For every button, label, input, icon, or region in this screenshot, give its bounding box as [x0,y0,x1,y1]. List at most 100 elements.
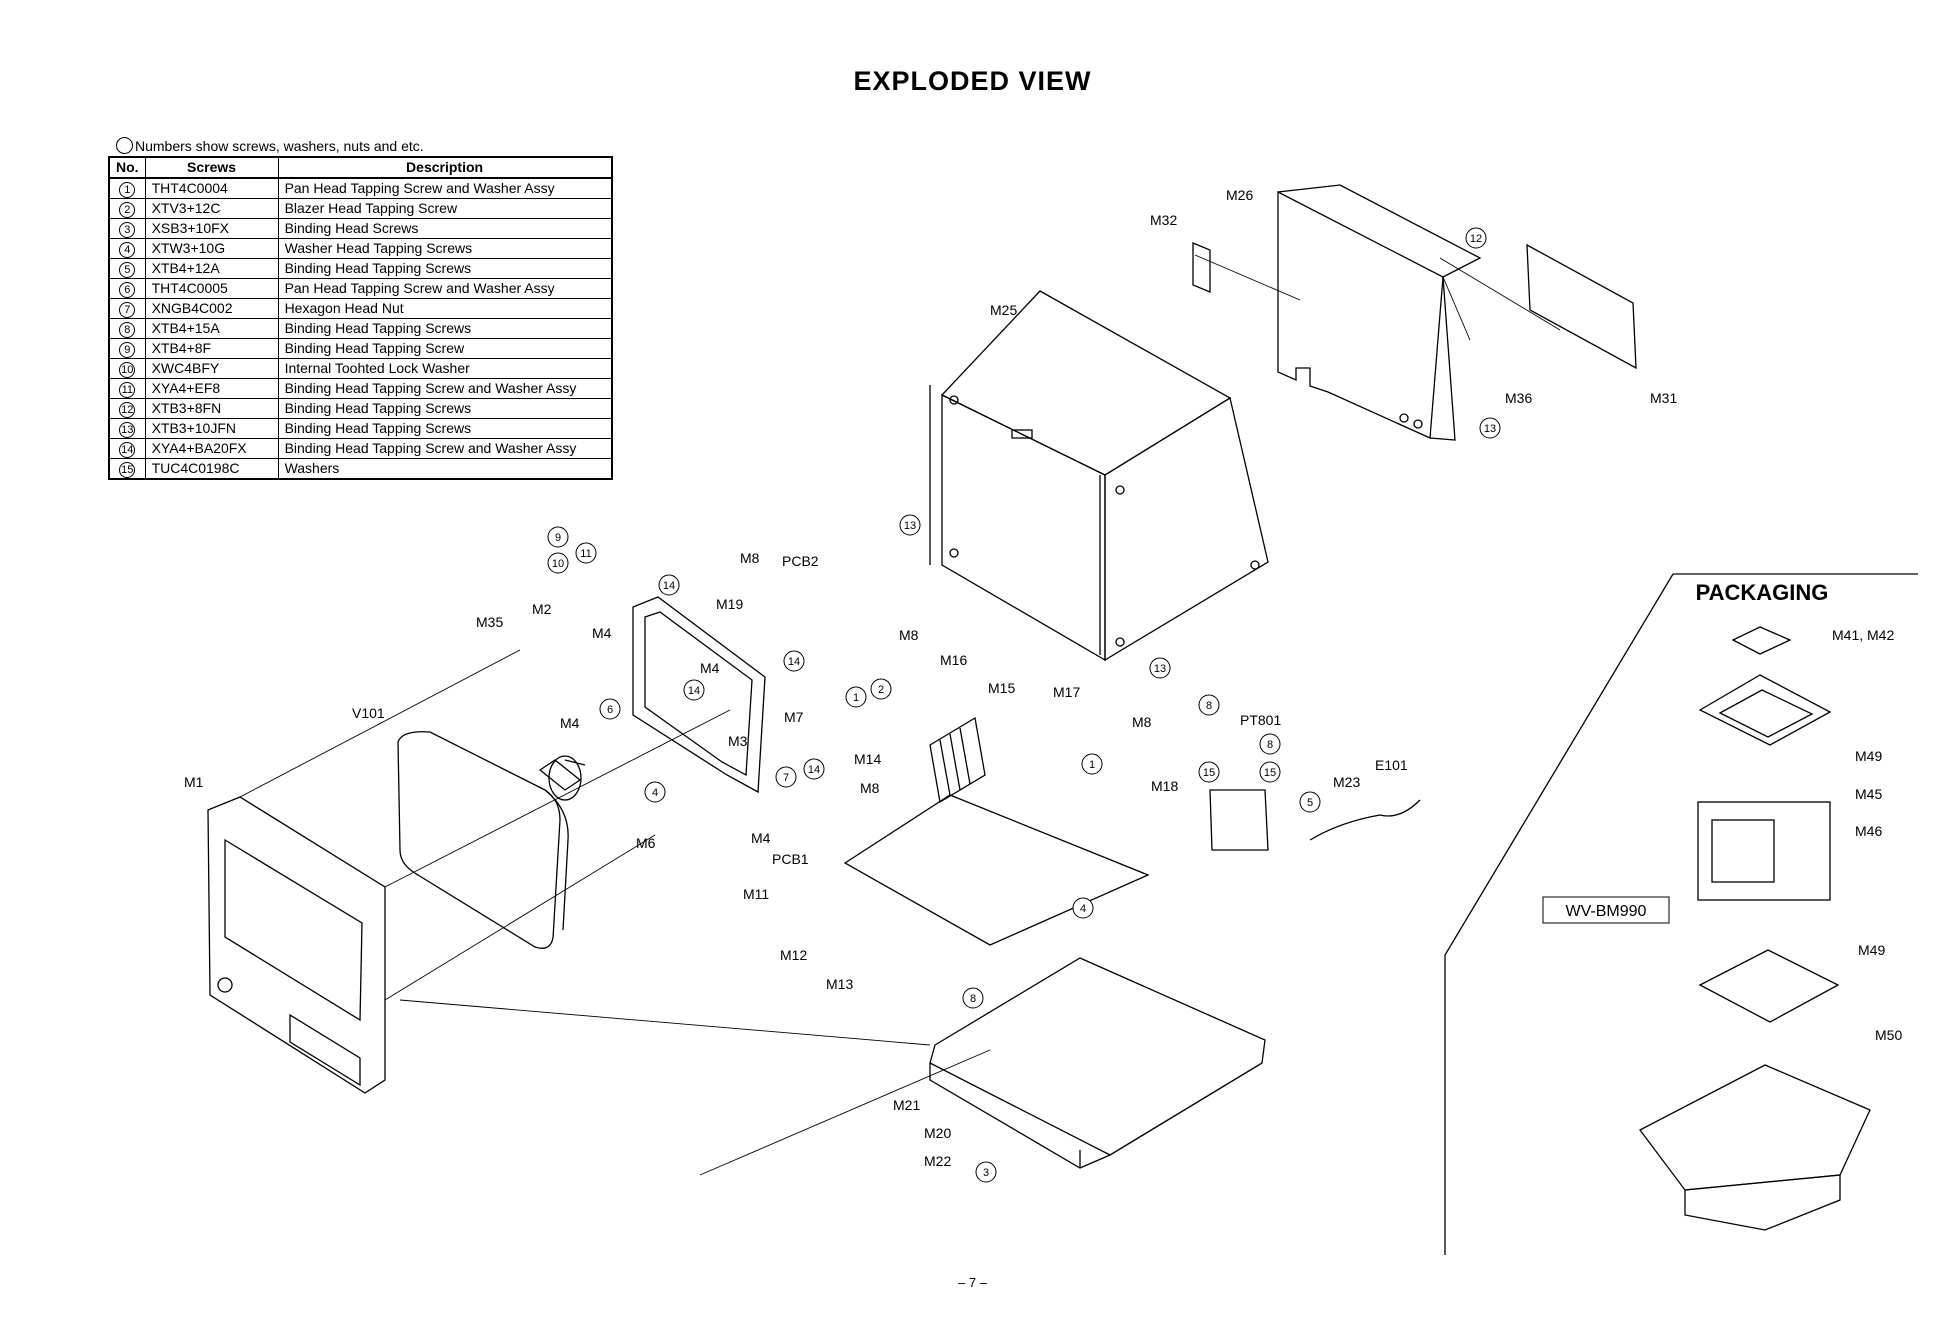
callout-number: 8 [970,993,976,1005]
screw-description: Internal Toohted Lock Washer [277,358,613,379]
callout-circle [1299,791,1321,813]
callout-number: 14 [808,764,820,776]
part-label-m19: M19 [716,596,743,612]
packaging-title: PACKAGING [1696,580,1829,605]
part-label-m25: M25 [990,302,1017,318]
callout-number: 2 [878,684,884,696]
packaging-label: M49 [1858,942,1885,958]
callout-number: 3 [983,1167,989,1179]
legend-note-text: Numbers show screws, washers, nuts and e… [135,138,424,154]
callout-circle [1198,694,1220,716]
callout-number: 14 [788,656,800,668]
row-number-cell: 14 [108,438,146,459]
guide-lines [239,254,1561,1176]
part-label-m4d: M4 [751,830,771,846]
row-number-cell: 8 [108,318,146,339]
callout-circle [658,574,680,596]
screw-description: Pan Head Tapping Screw and Washer Assy [277,278,613,299]
header-screws: Screws [144,156,279,179]
screw-description: Binding Head Tapping Screws [277,398,613,419]
part-label-m21: M21 [893,1097,920,1113]
part-label-m23: M23 [1333,774,1360,790]
part-label-pcb2: PCB2 [782,553,819,569]
screw-description: Washer Head Tapping Screws [277,238,613,259]
front-panel-m1 [207,796,386,1094]
row-number: 8 [119,322,136,338]
callout-number: 8 [1267,739,1273,751]
screw-part-number: XSB3+10FX [144,218,279,239]
row-number: 6 [119,282,136,298]
callout-number: 5 [1307,797,1313,809]
callout-number: 8 [1206,700,1212,712]
model-label: WV-BM990 [1566,903,1647,920]
row-number: 15 [119,462,136,478]
part-label-m3: M3 [728,733,748,749]
row-number-cell: 1 [108,177,146,199]
callout-circle [1259,761,1281,783]
callout-circle [575,542,597,564]
header-description: Description [277,156,613,179]
row-number: 12 [119,402,136,418]
part-label-m35: M35 [476,614,503,630]
cabinet-m25 [929,290,1269,662]
part-label-v101: V101 [352,705,385,721]
row-number-cell: 10 [108,358,146,379]
callout-number: 14 [688,685,700,697]
callout-circle [683,679,705,701]
callout-circle [845,686,867,708]
row-number: 5 [119,262,136,278]
callout-number: 15 [1203,767,1215,779]
callout-number: 1 [853,692,859,704]
callout-number: 12 [1470,233,1482,245]
part-label-m20: M20 [924,1125,951,1141]
part-label-m12: M12 [780,947,807,963]
callout-number: 15 [1264,767,1276,779]
callout-circle [1072,897,1094,919]
part-label-m13: M13 [826,976,853,992]
callout-circle [775,766,797,788]
row-number: 9 [119,342,136,358]
callout-number: 6 [607,704,613,716]
screw-description: Pan Head Tapping Screw and Washer Assy [277,177,613,199]
row-number: 13 [119,422,136,438]
callout-number: 9 [555,532,561,544]
chassis-m21 [929,957,1266,1169]
callout-circle [1149,657,1171,679]
screw-description: Binding Head Tapping Screw and Washer As… [277,438,613,459]
part-label-m22: M22 [924,1153,951,1169]
row-number: 7 [119,302,136,318]
part-label-pcb1: PCB1 [772,851,809,867]
header-no: No. [108,156,146,179]
circle-icon [116,137,133,154]
crt-frame-m19 [632,596,766,794]
part-label-m11: M11 [743,886,769,902]
transformer-pt801 [1209,789,1269,851]
callout-circle [1465,227,1487,249]
table-header-row: No. Screws Description [108,156,613,179]
part-label-m31: M31 [1650,390,1677,406]
callout-circle [783,650,805,672]
row-number-cell: 11 [108,378,146,399]
packaging-items [1639,626,1871,1231]
screw-description: Hexagon Head Nut [277,298,613,319]
part-label-m18: M18 [1151,778,1178,794]
screw-description: Washers [277,458,613,480]
page-title: EXPLODED VIEW [853,66,1092,96]
part-label-m8b: M8 [899,627,919,643]
callout-number: 13 [1154,663,1166,675]
part-label-m17: M17 [1053,684,1080,700]
callout-number: 14 [663,580,675,592]
row-number: 11 [119,382,136,398]
row-number-cell: 3 [108,218,146,239]
screw-part-number: XTW3+10G [144,238,279,259]
callout-number: 13 [904,520,916,532]
part-label-m4b: M4 [700,660,720,676]
